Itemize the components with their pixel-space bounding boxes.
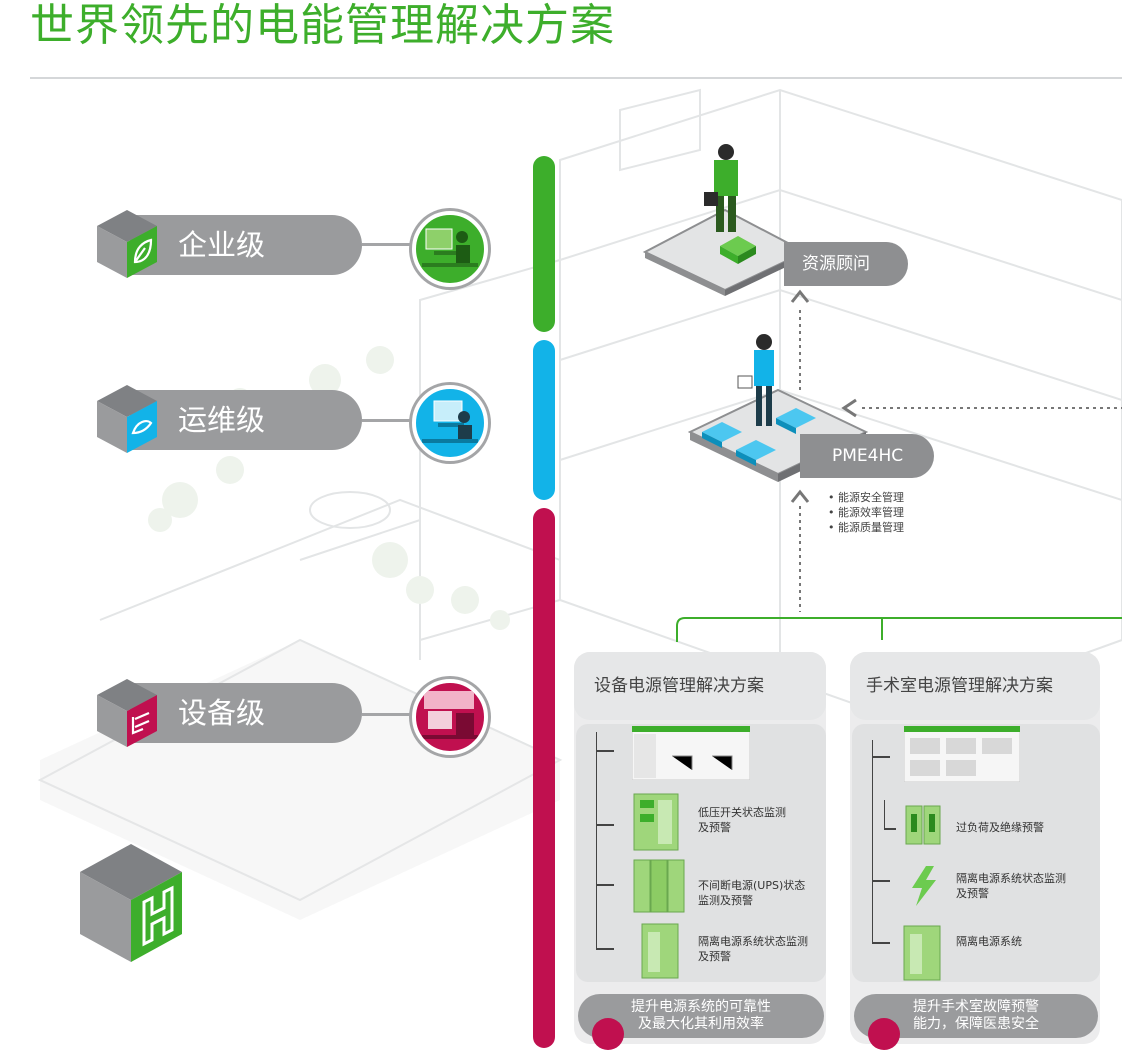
- operations-level-bar: [533, 340, 555, 500]
- item-text: 过负荷及绝缘预警: [956, 821, 1044, 834]
- feature-item: • 能源质量管理: [828, 521, 904, 534]
- level-pill-enterprise: 企业级: [130, 215, 362, 275]
- connector-operations: [362, 419, 412, 422]
- operations-operator-illustration: [412, 385, 488, 461]
- solution-title: 设备电源管理解决方案: [574, 652, 826, 720]
- benefit-line: 提升手术室故障预警: [913, 999, 1039, 1015]
- solution-benefit: 提升手术室故障预警 能力，保障医患安全: [854, 994, 1098, 1038]
- software-screenshot: [904, 726, 1020, 782]
- tree-tick: [872, 756, 890, 758]
- lv-switchgear-icon: [633, 793, 679, 851]
- plug-badge-icon: [868, 1018, 900, 1050]
- benefit-line: 能力，保障医患安全: [913, 1016, 1039, 1032]
- feature-item: • 能源效率管理: [828, 506, 904, 519]
- ups-icon: [633, 859, 685, 913]
- tree-tick: [884, 828, 896, 830]
- level-label: 设备级: [178, 696, 266, 730]
- software-screenshot: [632, 726, 750, 780]
- tree-tick: [596, 824, 614, 826]
- operator-figure: [737, 334, 774, 426]
- benefit-line: 及最大化其利用效率: [638, 1016, 764, 1032]
- lightning-icon: [912, 866, 936, 906]
- tree-tick: [596, 884, 614, 886]
- isolation-power-cabinet-icon: [641, 923, 679, 979]
- enterprise-level-bar: [533, 156, 555, 332]
- isolation-power-cabinet-icon: [903, 925, 941, 981]
- item-tree-branch: [884, 800, 885, 828]
- level-pill-device: 设备级: [130, 683, 362, 743]
- solutions-bracket: [676, 617, 1122, 642]
- hospital-h-logo: [80, 844, 182, 962]
- advisor-figure: [704, 144, 738, 232]
- tree-tick: [596, 948, 614, 950]
- page-title: 世界领先的电能管理解决方案: [30, 0, 615, 51]
- item-text: 隔离电源系统: [956, 935, 1022, 948]
- connector-device: [362, 713, 412, 716]
- platform-advisor: [642, 144, 808, 296]
- feature-item: • 能源安全管理: [828, 491, 904, 504]
- enterprise-operator-illustration: [412, 211, 488, 287]
- platform-label-pme4hc: PME4HC: [800, 434, 934, 478]
- benefit-line: 提升电源系统的可靠性: [631, 999, 771, 1015]
- tree-tick: [872, 880, 890, 882]
- plug-icon: [97, 679, 157, 747]
- item-text: 隔离电源系统状态监测及预警: [698, 935, 808, 963]
- platform-label-advisor: 资源顾问: [784, 242, 908, 286]
- overload-insulation-device-icon: [905, 805, 941, 845]
- connector-enterprise: [362, 243, 412, 246]
- item-text: 隔离电源系统状态监测及预警: [956, 872, 1066, 900]
- level-label: 运维级: [178, 403, 266, 437]
- device-level-bar: [533, 508, 555, 1048]
- item-text: 不间断电源(UPS)状态监测及预警: [698, 879, 806, 907]
- item-text: 低压开关状态监测及预警: [698, 806, 786, 834]
- flow-arrows: [790, 289, 1122, 612]
- level-pill-operations: 运维级: [130, 390, 362, 450]
- solution-panel-device: 设备电源管理解决方案: [574, 652, 826, 1044]
- item-tree-line: [872, 740, 873, 942]
- level-label: 企业级: [178, 228, 266, 262]
- leaf-icon: [97, 210, 157, 278]
- wrench-leaf-icon: [97, 385, 157, 453]
- tree-tick: [596, 750, 614, 752]
- solution-title: 手术室电源管理解决方案: [850, 652, 1100, 720]
- tree-tick: [872, 942, 890, 944]
- plug-badge-icon: [592, 1018, 624, 1050]
- title-divider: [30, 77, 1122, 79]
- pme4hc-features: • 能源安全管理 • 能源效率管理 • 能源质量管理: [828, 490, 904, 535]
- item-tree-line: [596, 732, 597, 950]
- solution-panel-or: 手术室电源管理解决方案: [850, 652, 1100, 1044]
- device-room-illustration: [412, 679, 488, 755]
